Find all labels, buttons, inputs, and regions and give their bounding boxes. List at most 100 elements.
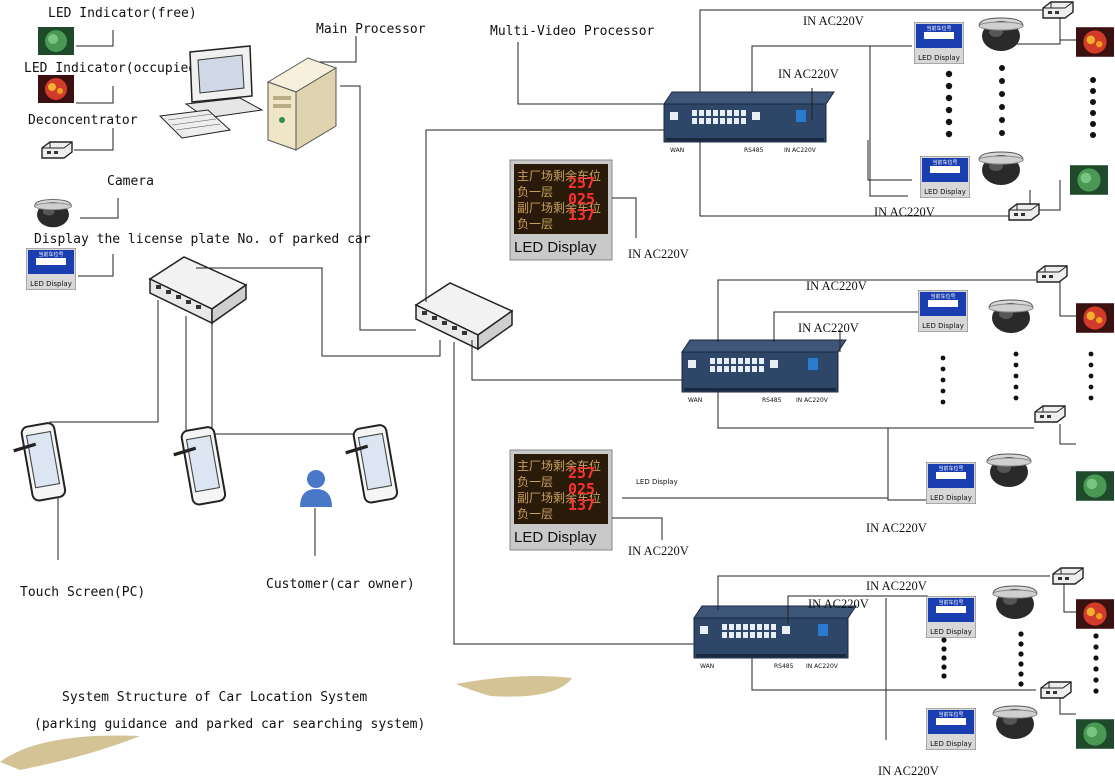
rs485-port-label: RS485 bbox=[762, 397, 782, 404]
mini-display-caption: LED Display bbox=[924, 188, 966, 196]
mini-display-1: LED Display bbox=[914, 22, 964, 64]
mini-display-caption: LED Display bbox=[922, 322, 964, 330]
ellipsis-dot bbox=[1018, 661, 1024, 667]
ellipsis-dot bbox=[940, 366, 946, 372]
ellipsis-dot bbox=[1013, 373, 1019, 379]
led-board-value: 257 bbox=[568, 174, 595, 192]
led-occupied-icon bbox=[1076, 27, 1114, 57]
ellipsis-dot bbox=[1090, 121, 1096, 127]
camera-icon bbox=[34, 199, 72, 228]
dome-camera-icon bbox=[992, 705, 1038, 740]
ellipsis-dot bbox=[1093, 677, 1099, 683]
power-label-7: IN AC220V bbox=[866, 521, 927, 535]
ellipsis-dot bbox=[1090, 77, 1096, 83]
ellipsis-dot bbox=[941, 646, 947, 652]
power-label-10: IN AC220V bbox=[808, 597, 869, 611]
ellipsis-dot bbox=[945, 70, 953, 78]
ellipsis-dot bbox=[1090, 132, 1096, 138]
legend-camera-label: Camera bbox=[107, 174, 154, 189]
title-line-1: System Structure of Car Location System bbox=[62, 690, 367, 705]
deconcentrator-icon bbox=[41, 141, 73, 159]
mini-display-caption: LED Display bbox=[930, 494, 972, 502]
power-label-6: IN AC220V bbox=[798, 321, 859, 335]
led-board-value: 025 bbox=[568, 480, 595, 498]
ellipsis-dot bbox=[940, 399, 946, 405]
left-network-hub-icon bbox=[149, 256, 247, 324]
led-board-row-text: 负一层 bbox=[517, 185, 553, 199]
power-label-1: IN AC220V bbox=[803, 14, 864, 28]
pc-icon bbox=[158, 45, 264, 139]
led-board-value: 137 bbox=[568, 496, 595, 514]
ac-port-label: IN AC220V bbox=[806, 663, 839, 670]
power-label-3: IN AC220V bbox=[874, 205, 935, 219]
mini-display-icon: LED Display bbox=[26, 248, 76, 290]
mini-display-4: LED Display bbox=[926, 462, 976, 504]
ellipsis-dot bbox=[945, 106, 953, 114]
ellipsis-dot bbox=[1018, 681, 1024, 687]
ellipsis-dot bbox=[999, 117, 1005, 123]
rs485-port-label: RS485 bbox=[774, 663, 794, 670]
power-label-8: IN AC220V bbox=[628, 544, 689, 558]
deconcentrator-icon bbox=[1042, 1, 1074, 19]
dome-camera-icon bbox=[978, 151, 1024, 186]
diagram-title: System Structure of Car Location System … bbox=[0, 676, 572, 770]
customer-person-icon bbox=[300, 470, 332, 507]
led-free-icon bbox=[1076, 471, 1114, 501]
ellipsis-dot bbox=[945, 118, 953, 126]
ellipsis-dot bbox=[999, 65, 1005, 71]
legend-display-label: Display the license plate No. of parked … bbox=[34, 232, 371, 247]
ellipsis-dot bbox=[1090, 99, 1096, 105]
ellipsis-dot bbox=[940, 388, 946, 394]
deconcentrator-icon bbox=[1040, 681, 1072, 699]
legend: LED Indicator(free) LED Indicator(occupi… bbox=[24, 6, 371, 290]
mini-display-caption: LED Display bbox=[930, 628, 972, 636]
ellipsis-dot bbox=[1093, 644, 1099, 650]
led-board-row-text: 负一层 bbox=[517, 475, 553, 489]
power-label-11: IN AC220V bbox=[878, 764, 939, 778]
power-label-9: IN AC220V bbox=[866, 579, 927, 593]
power-label-2: IN AC220V bbox=[778, 67, 839, 81]
led-board-row-text: 副厂场剩余车位 bbox=[517, 490, 601, 505]
mini-display-caption: LED Display bbox=[30, 280, 72, 288]
led-board-row-text: 负一层 bbox=[517, 507, 553, 521]
led-free-icon bbox=[1076, 719, 1114, 749]
title-line-2: (parking guidance and parked car searchi… bbox=[34, 717, 425, 732]
deconcentrator-icon bbox=[1036, 265, 1068, 283]
ellipsis-dot bbox=[1093, 688, 1099, 694]
led-free-icon bbox=[38, 27, 74, 55]
right-wiring bbox=[612, 9, 1078, 740]
ellipsis-dot bbox=[1088, 395, 1094, 401]
led-board-row-text: 主厂场剩余车位 bbox=[517, 458, 601, 473]
led-board-row-text: 副厂场剩余车位 bbox=[517, 200, 601, 215]
dome-camera-icon bbox=[988, 299, 1034, 334]
led-occupied-icon bbox=[1076, 303, 1114, 333]
ac-port-label: IN AC220V bbox=[796, 397, 829, 404]
deconcentrator-icon bbox=[1052, 567, 1084, 585]
server-tower-icon bbox=[266, 57, 338, 151]
ellipsis-dot bbox=[999, 104, 1005, 110]
ellipsis-dot bbox=[940, 355, 946, 361]
led-display-caption: LED Display bbox=[514, 239, 597, 256]
ellipsis-dot bbox=[1093, 655, 1099, 661]
power-label-4: IN AC220V bbox=[628, 247, 689, 261]
mini-display-2: LED Display bbox=[920, 156, 970, 198]
main-processor-label: Main Processor bbox=[316, 22, 426, 37]
ellipsis-dot bbox=[1088, 351, 1094, 357]
legend-deconcentrator-label: Deconcentrator bbox=[28, 113, 138, 128]
ellipsis-dot bbox=[1018, 651, 1024, 657]
power-labels: IN AC220V IN AC220V IN AC220V IN AC220V … bbox=[628, 14, 939, 778]
main-processor: Main Processor bbox=[158, 22, 426, 151]
dome-camera-icon bbox=[978, 17, 1024, 52]
ellipsis-dot bbox=[1088, 362, 1094, 368]
ellipsis-dot bbox=[941, 655, 947, 661]
ellipsis-dot bbox=[945, 130, 953, 138]
legend-led-free-label: LED Indicator(free) bbox=[48, 6, 197, 21]
